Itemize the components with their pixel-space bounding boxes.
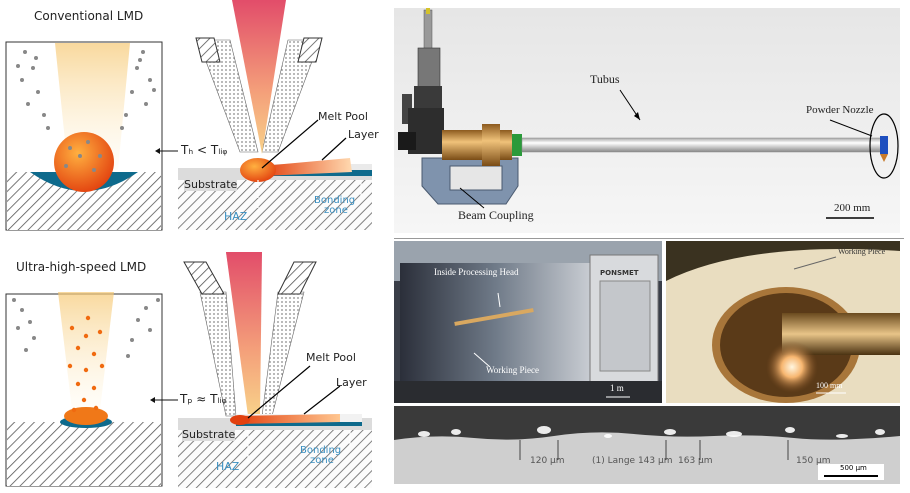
panel-title: Ultra-high-speed LMD — [16, 260, 147, 274]
measurement-4: 150 μm — [796, 456, 831, 466]
haz-label: HAZ — [224, 210, 248, 223]
temperature-label: Tₕ < Tₗᵢᵩ — [181, 143, 228, 157]
substrate-label: Substrate — [182, 428, 236, 441]
powder-particles — [16, 50, 156, 172]
layer-label: Layer — [348, 128, 379, 141]
haz-label: HAZ — [216, 460, 240, 473]
tube-photo — [666, 241, 900, 403]
nozzle-right — [277, 261, 317, 295]
micrograph-panel: 120 μm (1) Lange 143 μm 163 μm 150 μm 50… — [394, 406, 900, 484]
ultra-high-speed-lmd-diagram — [5, 252, 372, 488]
melt-pool-label: Melt Pool — [306, 351, 356, 364]
tube-photo-panel: Working Piece 100 mm — [666, 241, 900, 403]
inside-head-label: Inside Processing Head — [434, 267, 519, 277]
conventional-lmd-panel: Conventional LMD Tₕ < Tₗᵢᵩ Melt Pool Lay… — [0, 0, 380, 232]
nozzle-left — [195, 37, 221, 63]
machine-brand: PONSMET — [600, 269, 639, 277]
cad-rendering-panel: Tubus Powder Nozzle Beam Coupling 200 mm — [394, 8, 900, 233]
nozzle-left — [183, 261, 225, 295]
measurement-3: 163 μm — [678, 456, 713, 466]
cad-scale-label: 200 mm — [834, 202, 871, 214]
machine-photo-panel: Inside Processing Head Working Piece PON… — [394, 241, 662, 403]
laser-glow — [766, 341, 818, 393]
laser-beam — [232, 0, 286, 154]
tube-scale-label: 100 mm — [816, 381, 843, 390]
powder-particles — [12, 298, 160, 358]
micrograph — [394, 406, 900, 484]
temperature-label: Tₚ ≈ Tₗᵢᵩ — [180, 392, 227, 406]
tubus — [521, 137, 883, 153]
working-piece-label: Working Piece — [838, 247, 886, 256]
ultra-high-speed-lmd-panel: Ultra-high-speed LMD Tₚ ≈ Tₗᵢᵩ Melt Pool… — [0, 248, 380, 488]
divider — [394, 238, 904, 239]
beam-coupling — [442, 130, 512, 160]
powder-nozzle-label: Powder Nozzle — [806, 104, 874, 116]
cad-rendering — [394, 8, 900, 233]
machine-scale-label: 1 m — [610, 383, 624, 393]
melt-pool-label: Melt Pool — [318, 110, 368, 123]
panel-title: Conventional LMD — [34, 9, 144, 23]
nozzle-right — [297, 37, 323, 63]
micrograph-scale-label: 500 μm — [840, 464, 867, 472]
substrate-label: Substrate — [184, 178, 238, 191]
tubus-label: Tubus — [590, 72, 620, 86]
melt-pool — [54, 132, 114, 192]
hot-powder-particles — [67, 315, 105, 413]
measurement-2: (1) Lange 143 μm — [592, 456, 673, 466]
working-piece-label: Working Piece — [486, 365, 540, 375]
beam-coupling-label: Beam Coupling — [458, 208, 534, 222]
machine-photo — [394, 241, 662, 403]
measurement-1: 120 μm — [530, 456, 565, 466]
powder-nozzle — [880, 136, 888, 154]
layer-label: Layer — [336, 376, 367, 389]
